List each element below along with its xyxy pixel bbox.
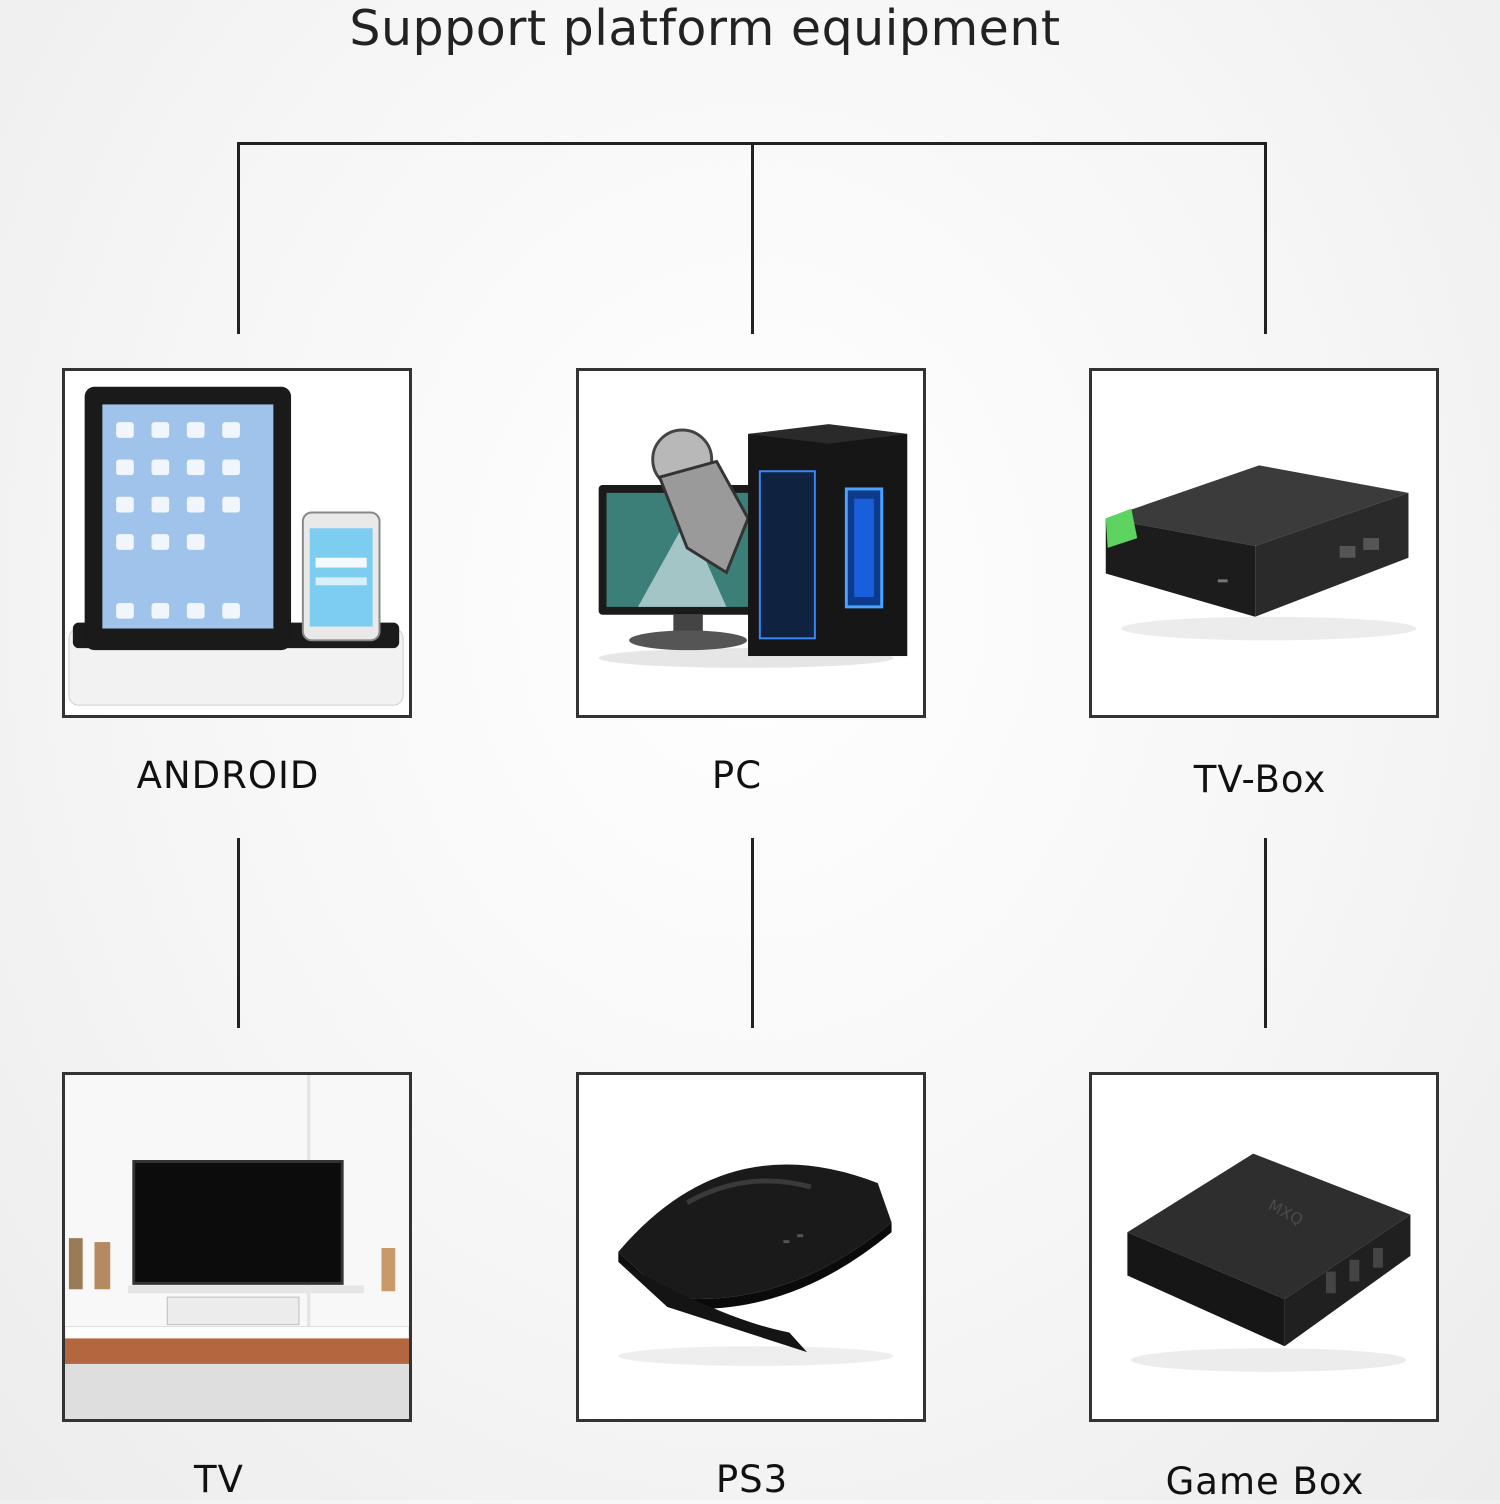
television-icon	[65, 1075, 409, 1419]
device-label-tvbox: TV-Box	[1193, 758, 1327, 801]
device-label-gamebox: Game Box	[1165, 1460, 1365, 1503]
connector-pc-ps3	[751, 838, 754, 1028]
device-label-android: ANDROID	[136, 754, 320, 797]
device-card-tv	[62, 1072, 412, 1422]
diagram-title: Support platform equipment	[349, 0, 1061, 57]
device-card-gamebox: MXQ	[1089, 1072, 1439, 1422]
device-card-android	[62, 368, 412, 718]
connector-tvbox-gamebox	[1264, 838, 1267, 1028]
device-label-pc: PC	[711, 754, 763, 797]
device-label-tv: TV	[194, 1458, 244, 1501]
connector-drop-android	[237, 142, 240, 334]
ps3-console-icon	[618, 1164, 894, 1366]
device-card-ps3	[576, 1072, 926, 1422]
device-card-tvbox	[1089, 368, 1439, 718]
connector-drop-pc	[751, 142, 754, 334]
desktop-computer-icon	[598, 424, 908, 668]
tablet-phone-dock-icon	[68, 386, 404, 706]
connector-android-tv	[237, 838, 240, 1028]
game-box-icon: MXQ	[1127, 1153, 1411, 1372]
device-label-ps3: PS3	[715, 1458, 789, 1501]
tv-box-icon	[1105, 465, 1417, 641]
device-card-pc	[576, 368, 926, 718]
connector-drop-tvbox	[1264, 142, 1267, 334]
